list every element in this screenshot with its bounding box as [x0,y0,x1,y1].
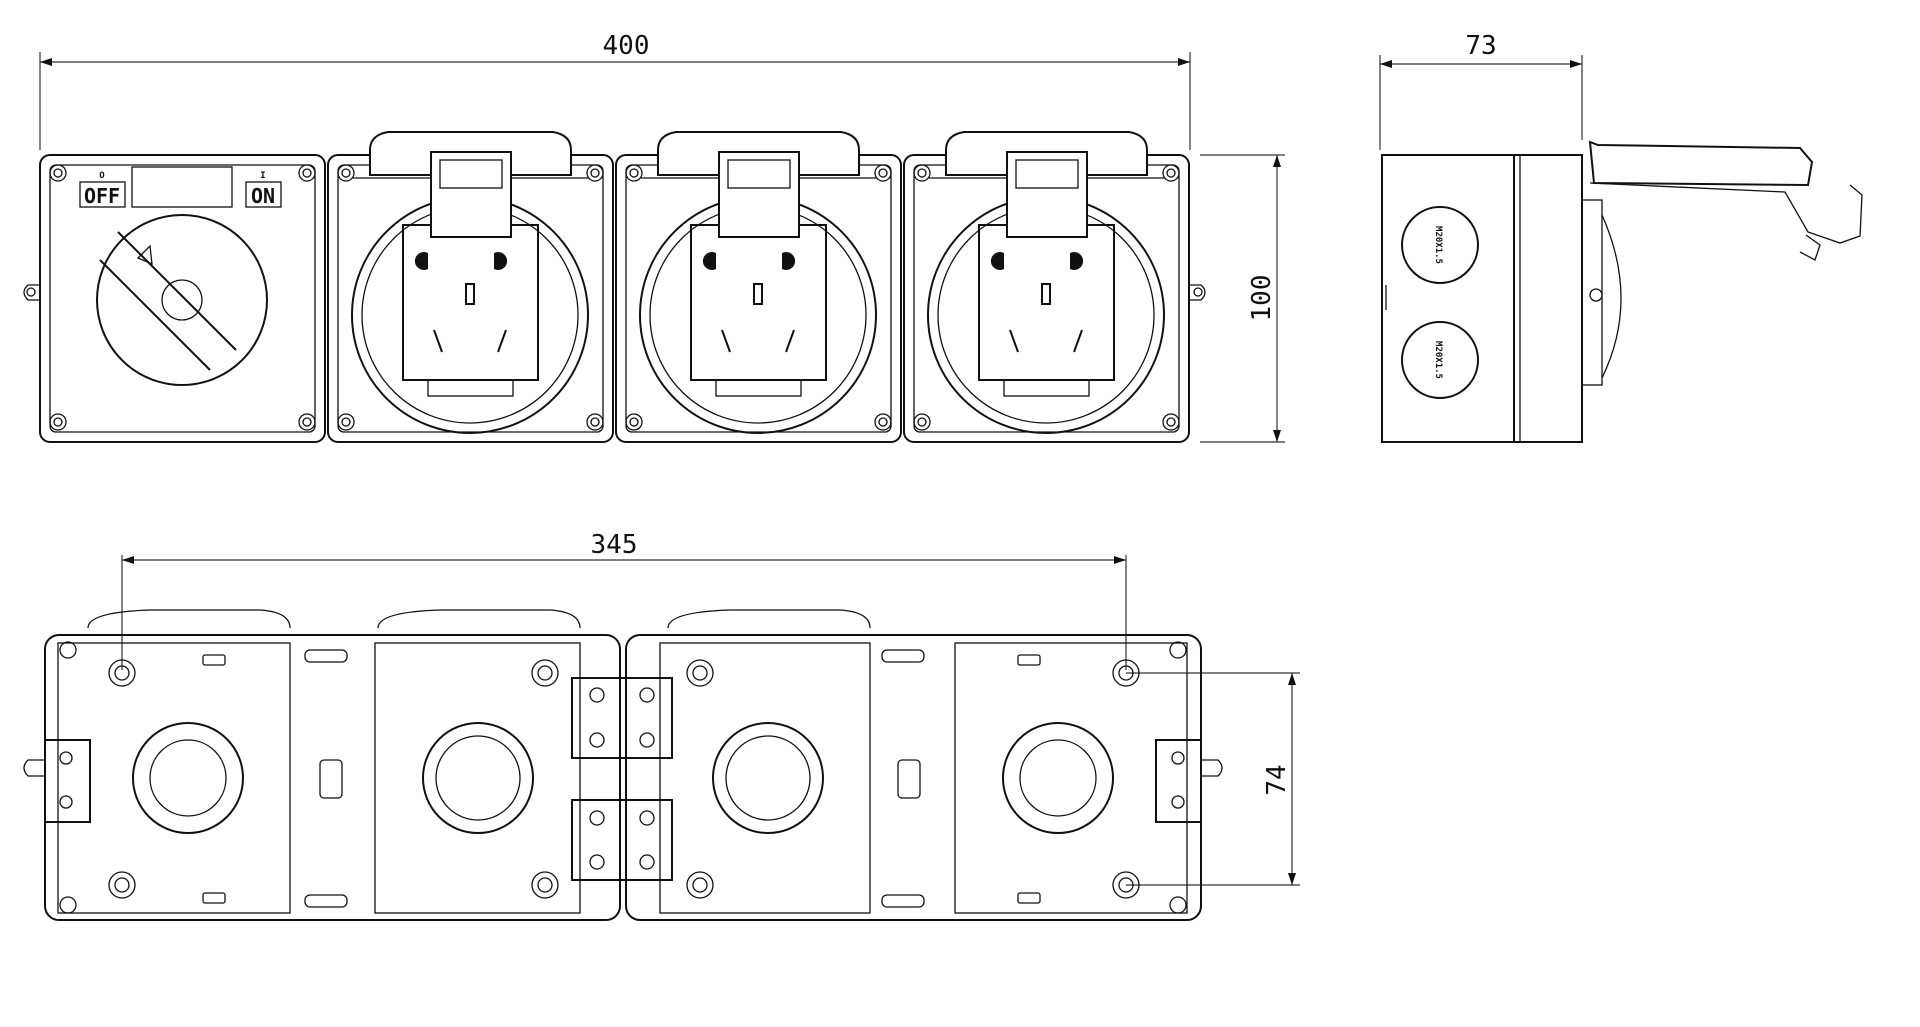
dimension-label-400: 400 [603,31,650,61]
mounting-holes [59,641,1187,914]
side-view: 73 M20X1.5 M20X1.5 [1379,31,1863,443]
front-view: 400 100 OFF O ON I [23,31,1285,443]
knockout-label-bottom: M20X1.5 [1433,341,1443,379]
cable-knockout-top: M20X1.5 [1401,206,1479,284]
joint-bracket-top [571,677,673,759]
rear-knockouts [132,722,1114,834]
dimension-label-73: 73 [1465,31,1496,61]
dimension-mount-pitch-vertical: 74 [1126,672,1300,886]
dimension-mount-pitch-horizontal: 345 [121,530,1127,670]
off-symbol: O [99,171,105,181]
socket-module-3 [903,131,1206,443]
off-label: OFF [84,184,120,208]
dimension-label-74: 74 [1262,764,1292,795]
on-label: ON [251,184,275,208]
joint-bracket-bottom [571,799,673,881]
dimension-label-100: 100 [1247,275,1277,322]
arrow-indicator-icon [136,244,153,266]
socket-module-2 [615,131,902,443]
cable-knockout-bottom: M20X1.5 [1401,321,1479,399]
dimension-side-depth: 73 [1379,31,1583,150]
dimension-overall-width: 400 [39,31,1191,150]
dimension-height: 100 [1200,154,1285,443]
knockout-label-top: M20X1.5 [1433,226,1443,264]
socket-module-1 [327,131,614,443]
dimension-label-345: 345 [591,530,638,560]
on-symbol: I [260,171,265,181]
socket-lid [1588,140,1814,187]
rear-view: 345 74 [23,530,1300,921]
rotary-switch-knob [96,214,268,386]
switch-module: OFF O ON I [23,154,326,443]
